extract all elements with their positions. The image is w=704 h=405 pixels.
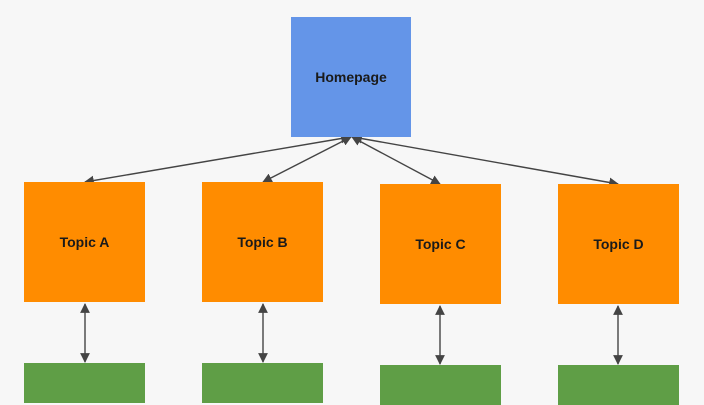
subpage-node-b: [202, 363, 323, 403]
subpage-node-a: [24, 363, 145, 403]
edge-home-topic-c: [351, 136, 441, 185]
topic-a-node: Topic A: [24, 182, 145, 302]
homepage-label: Homepage: [315, 69, 387, 85]
topic-c-label: Topic C: [415, 236, 466, 252]
topic-d-node: Topic D: [558, 184, 679, 304]
homepage-node: Homepage: [291, 17, 411, 137]
topic-c-node: Topic C: [380, 184, 501, 304]
edge-home-topic-b: [262, 136, 352, 183]
topic-b-label: Topic B: [237, 234, 288, 250]
subpage-node-d: [558, 365, 679, 405]
edge-home-topic-a: [84, 133, 351, 186]
subpage-node-c: [380, 365, 501, 405]
topic-b-node: Topic B: [202, 182, 323, 302]
topic-d-label: Topic D: [593, 236, 644, 252]
edge-home-topic-d: [352, 133, 619, 188]
topic-a-label: Topic A: [59, 234, 110, 250]
